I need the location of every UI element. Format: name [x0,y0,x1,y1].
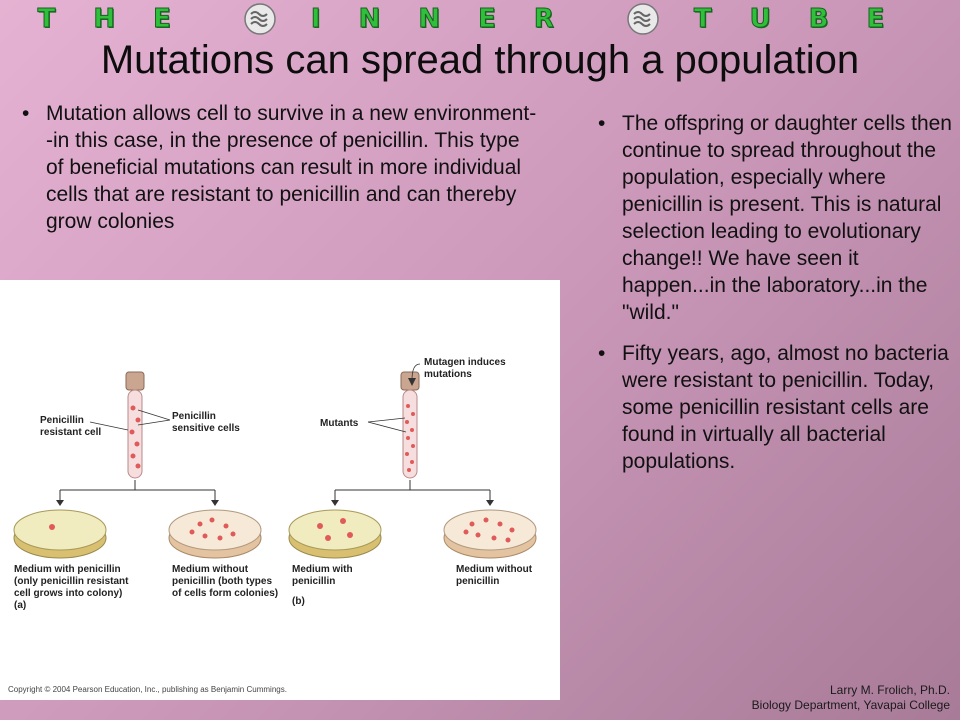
label-sensitive-line1: Penicillin [172,411,216,422]
label-mutants: Mutants [320,418,359,429]
dish-b-left-line2: penicillin [292,576,335,587]
banner: THE INNER TUBE [0,0,960,38]
petri-dish-a-without-penicillin [168,509,262,559]
slide-title: Mutations can spread through a populatio… [100,38,860,82]
label-mutagen-line1: Mutagen induces [424,357,506,368]
dish-b-right-line2: penicillin [456,576,499,587]
petri-dish-b-without-penicillin [443,509,537,559]
dish-b-right-line1: Medium without [456,564,533,575]
label-resistant-line2: resistant cell [40,427,101,438]
left-text-column: Mutation allows cell to survive in a new… [22,100,542,249]
author-department: Biology Department, Yavapai College [751,698,950,712]
panel-b-tag: (b) [292,596,305,607]
bullet-item: Mutation allows cell to survive in a new… [22,100,542,235]
dish-a-left-line2: (only penicillin resistant [14,576,129,587]
figure-copyright: Copyright © 2004 Pearson Education, Inc.… [8,685,287,694]
intestine-icon [244,3,276,35]
right-text-column: The offspring or daughter cells then con… [598,110,954,489]
bullet-item: Fifty years, ago, almost no bacteria wer… [598,340,954,475]
right-bullet-list: The offspring or daughter cells then con… [598,110,954,475]
figure-illustration: Penicillin resistant cell Penicillin sen… [8,357,537,694]
petri-dish-b-with-penicillin [288,509,382,559]
banner-word-inner: INNER [310,4,592,35]
label-mutagen-line2: mutations [424,369,472,380]
intestine-icon [627,3,659,35]
label-sensitive-line2: sensitive cells [172,423,240,434]
dish-b-left-line1: Medium with [292,564,353,575]
author-name: Larry M. Frolich, Ph.D. [829,683,950,697]
dish-a-left-line1: Medium with penicillin [14,564,121,575]
test-tube-b [400,371,420,479]
dish-a-right-line3: of cells form colonies) [172,588,278,599]
banner-word-tube: TUBE [693,4,923,35]
banner-word-the: THE [37,4,209,35]
penicillin-resistance-figure: Penicillin resistant cell Penicillin sen… [0,280,560,700]
author-credit: Larry M. Frolich, Ph.D. Biology Departme… [752,683,950,713]
bullet-item: The offspring or daughter cells then con… [598,110,954,326]
dish-a-left-line3: cell grows into colony) [14,588,122,599]
panel-a-tag: (a) [14,600,26,611]
dish-a-right-line1: Medium without [172,564,249,575]
petri-dish-a-with-penicillin [13,509,107,559]
test-tube-a [125,371,145,479]
label-resistant-line1: Penicillin [40,415,84,426]
left-bullet-list: Mutation allows cell to survive in a new… [22,100,542,235]
dish-a-right-line2: penicillin (both types [172,576,272,587]
